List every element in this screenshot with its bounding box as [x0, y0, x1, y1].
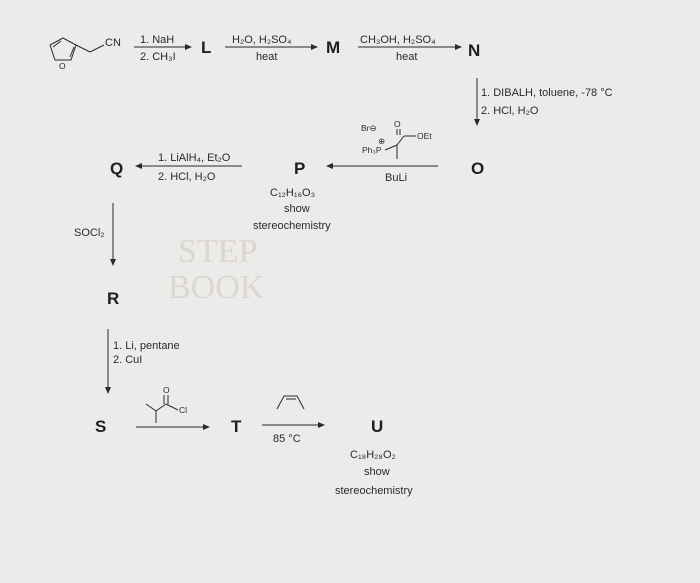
step10-condition: 85 °C [273, 433, 301, 445]
arrow-step-7: SOCl₂ [74, 203, 116, 266]
phosphonium-charge: ⊕ [378, 136, 385, 146]
arrow-step-9 [136, 424, 210, 430]
arrow-step-8: 1. Li, pentane 2. CuI [105, 329, 180, 394]
step5-base: BuLi [385, 172, 407, 184]
step6-reagent-1: 1. LiAlH₄, Et₂O [158, 152, 231, 164]
arrow-step-2: H₂O, H₂SO₄ heat [225, 34, 318, 63]
watermark: STEP BOOK [168, 233, 265, 306]
arrow-step-3: CH₃OH, H₂SO₄ heat [358, 34, 462, 63]
step1-reagent-2: 2. CH₃I [140, 51, 176, 63]
step6-reagent-2: 2. HCl, H₂O [158, 171, 216, 183]
step4-reagent-2: 2. HCl, H₂O [481, 105, 539, 117]
nitrile-group: CN [105, 37, 121, 49]
compound-label-O: O [471, 159, 484, 178]
P-note-2: stereochemistry [253, 220, 331, 232]
U-formula: C₁₈H₂₈O₂ [350, 449, 396, 461]
U-note-1: show [364, 466, 390, 478]
compound-label-N: N [468, 41, 480, 60]
step3-reagent: CH₃OH, H₂SO₄ [360, 34, 436, 46]
step8-reagent-2: 2. CuI [113, 354, 142, 366]
arrow-step-1: 1. NaH 2. CH₃I [134, 34, 192, 63]
step4-reagent-1: 1. DIBALH, toluene, -78 °C [481, 87, 613, 99]
compound-label-T: T [231, 417, 242, 436]
step1-reagent-1: 1. NaH [140, 34, 174, 46]
phosphonium-group: Ph₃P [362, 145, 382, 155]
cyclopentene-structure [276, 395, 305, 410]
step2-reagent: H₂O, H₂SO₄ [232, 34, 292, 46]
arrow-step-10: 85 °C [262, 422, 325, 445]
acid-chloride-structure: O Cl [145, 385, 187, 423]
watermark-line-2: BOOK [168, 269, 265, 306]
step8-reagent-1: 1. Li, pentane [113, 340, 180, 352]
compound-label-L: L [201, 38, 211, 57]
compound-label-Q: Q [110, 159, 123, 178]
svg-text:O: O [59, 61, 66, 71]
arrow-step-6: 1. LiAlH₄, Et₂O 2. HCl, H₂O [135, 152, 242, 183]
step3-condition: heat [396, 51, 417, 63]
step2-condition: heat [256, 51, 277, 63]
compound-label-P: P [294, 159, 305, 178]
starting-material-structure: O CN [49, 37, 121, 71]
watermark-line-1: STEP [178, 233, 257, 270]
compound-U-info: C₁₈H₂₈O₂ show stereochemistry [335, 449, 413, 497]
compound-label-U: U [371, 417, 383, 436]
P-note-1: show [284, 203, 310, 215]
compound-label-S: S [95, 417, 106, 436]
compound-label-R: R [107, 289, 119, 308]
ethoxy-group: OEt [417, 131, 432, 141]
P-formula: C₁₂H₁₆O₃ [270, 187, 315, 199]
compound-P-info: C₁₂H₁₆O₃ show stereochemistry [253, 187, 331, 232]
compound-label-M: M [326, 38, 340, 57]
arrow-step-5: BuLi [326, 163, 438, 184]
wittig-reagent-structure: Br⊖ ⊕ Ph₃P O OEt [361, 119, 432, 159]
step7-reagent: SOCl₂ [74, 227, 105, 239]
acyl-chloride: Cl [179, 405, 187, 415]
acyl-oxygen: O [163, 385, 170, 395]
U-note-2: stereochemistry [335, 485, 413, 497]
bromide-counterion: Br⊖ [361, 123, 377, 133]
ester-carbonyl-oxygen: O [394, 119, 401, 129]
arrow-step-4: 1. DIBALH, toluene, -78 °C 2. HCl, H₂O [474, 78, 613, 126]
